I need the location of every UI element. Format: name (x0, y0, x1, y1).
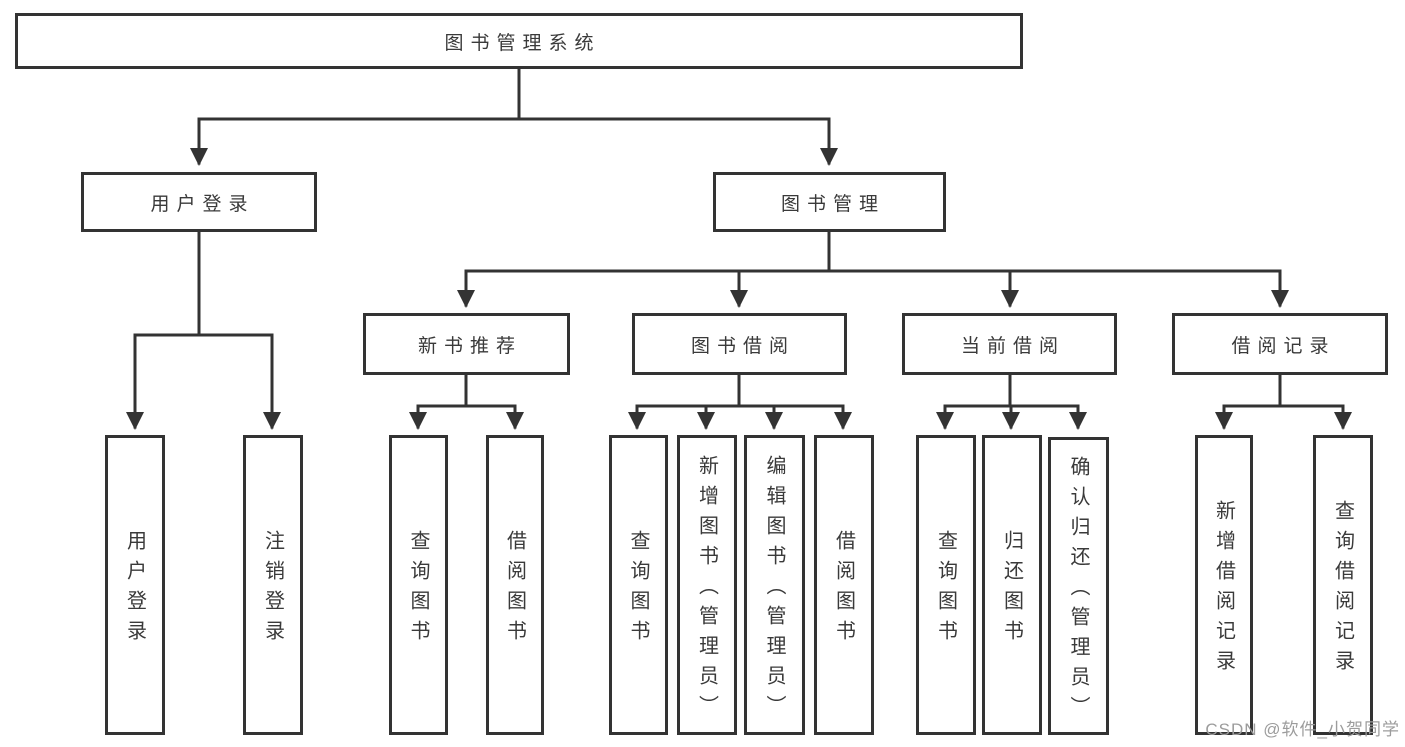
leaf-br-query-record: 查询借阅记录 (1313, 435, 1373, 735)
node-root: 图书管理系统 (15, 13, 1023, 69)
node-user-login-label: 用户登录 (150, 193, 255, 215)
watermark: CSDN @软件_小贺同学 (1205, 720, 1400, 739)
leaf-cb-return-books: 归还图书 (982, 435, 1042, 735)
leaf-bb-edit-books-admin-label: 编辑图书（管理员） (763, 455, 785, 725)
leaf-bb-borrow-books-label: 借阅图书 (832, 530, 855, 650)
leaf-logout-login-label: 注销登录 (261, 530, 284, 650)
node-book-management: 图书管理 (713, 172, 946, 232)
leaf-bb-add-books-admin-label: 新增图书（管理员） (695, 455, 718, 725)
leaf-cb-confirm-return-admin: 确认归还（管理员） (1048, 437, 1109, 735)
leaf-nbr-borrow-books: 借阅图书 (486, 435, 544, 735)
leaf-user-login-label: 用户登录 (123, 530, 146, 650)
node-book-borrowing-label: 图书借阅 (690, 335, 795, 357)
leaf-bb-add-books-admin: 新增图书（管理员） (677, 435, 737, 735)
leaf-bb-query-books-label: 查询图书 (627, 530, 649, 650)
leaf-br-query-record-label: 查询借阅记录 (1331, 500, 1354, 680)
node-current-borrowing-label: 当前借阅 (960, 335, 1065, 357)
node-new-book-recommendation: 新书推荐 (363, 313, 570, 375)
leaf-bb-query-books: 查询图书 (609, 435, 668, 735)
node-current-borrowing: 当前借阅 (902, 313, 1117, 375)
leaf-bb-edit-books-admin: 编辑图书（管理员） (744, 435, 805, 735)
leaf-nbr-query-books: 查询图书 (389, 435, 448, 735)
leaf-cb-confirm-return-admin-label: 确认归还（管理员） (1067, 456, 1089, 726)
node-root-label: 图书管理系统 (444, 32, 601, 54)
node-book-management-label: 图书管理 (780, 193, 885, 215)
leaf-cb-query-books: 查询图书 (916, 435, 976, 735)
node-book-borrowing: 图书借阅 (632, 313, 847, 375)
node-new-book-recommendation-label: 新书推荐 (417, 335, 522, 357)
node-borrowing-records: 借阅记录 (1172, 313, 1388, 375)
leaf-br-add-record: 新增借阅记录 (1195, 435, 1253, 735)
node-user-login: 用户登录 (81, 172, 317, 232)
leaf-cb-query-books-label: 查询图书 (934, 530, 957, 650)
leaf-user-login: 用户登录 (105, 435, 165, 735)
leaf-bb-borrow-books: 借阅图书 (814, 435, 874, 735)
node-borrowing-records-label: 借阅记录 (1231, 335, 1336, 357)
leaf-nbr-query-books-label: 查询图书 (407, 530, 429, 650)
leaf-logout-login: 注销登录 (243, 435, 303, 735)
leaf-br-add-record-label: 新增借阅记录 (1212, 500, 1235, 680)
leaf-cb-return-books-label: 归还图书 (1000, 530, 1023, 650)
leaf-nbr-borrow-books-label: 借阅图书 (503, 530, 526, 650)
